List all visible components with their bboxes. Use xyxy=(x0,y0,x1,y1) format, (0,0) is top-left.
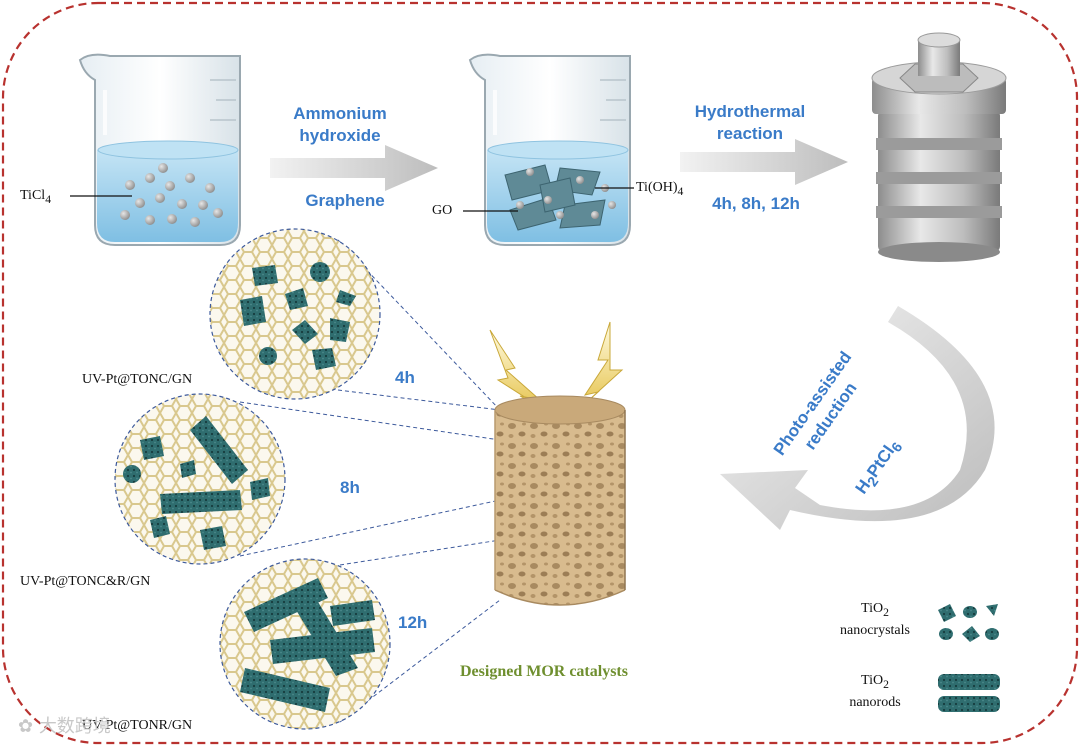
legend-nanorods-icon xyxy=(938,674,1000,712)
beaker-ticl4 xyxy=(78,53,241,246)
watermark-text: 大数跨境 xyxy=(38,716,111,737)
ticl4-label-sub: 4 xyxy=(45,192,52,206)
legend-nanocrystals-label: TiO2 nanocrystals xyxy=(830,600,920,640)
step2-label-line2: reaction xyxy=(716,124,784,143)
autoclave xyxy=(871,32,1007,262)
lightning-right-icon xyxy=(577,321,624,411)
arrow-step1 xyxy=(270,145,438,191)
sample-8h-name: UV-Pt@TONC&R/GN xyxy=(20,574,151,589)
sample-12h-name: UV-Pt@TONR/GN xyxy=(82,718,193,733)
step1-label-top: Ammonium hydroxide xyxy=(280,103,400,147)
watermark: ✿ 大数跨境 xyxy=(18,712,111,738)
tioh-label-main: Ti(OH) xyxy=(636,180,678,195)
legend-nanocrystals-sub: 2 xyxy=(883,605,889,619)
zoom-connectors xyxy=(239,239,501,723)
watermark-logo-icon: ✿ xyxy=(18,716,39,737)
legend-nanorods-formula: TiO2 xyxy=(830,672,920,694)
ticl4-particles xyxy=(120,163,223,227)
step1-label-line2: hydroxide xyxy=(299,126,381,145)
tioh-label-sub: 4 xyxy=(677,184,684,198)
step2-label-top: Hydrothermal reaction xyxy=(680,101,820,145)
sample-8h-time: 8h xyxy=(340,478,360,497)
sample-4h-time: 4h xyxy=(395,368,415,387)
curved-arrow-reduction xyxy=(720,306,995,530)
legend-nanorods-label: TiO2 nanorods xyxy=(830,672,920,712)
arrow-step2 xyxy=(680,139,848,185)
catalyst-foam xyxy=(494,395,626,606)
tioh-label: Ti(OH)4 xyxy=(636,180,683,198)
legend-nanocrystals-text: nanocrystals xyxy=(840,622,910,638)
step2-label-line1: Hydrothermal xyxy=(694,102,806,121)
beaker-go xyxy=(468,53,631,246)
zoom-circle-8h xyxy=(114,393,286,565)
catalyst-caption: Designed MOR catalysts xyxy=(460,663,628,680)
sample-4h-name: UV-Pt@TONC/GN xyxy=(82,372,193,387)
step1-label-line1: Ammonium xyxy=(293,104,387,123)
legend-nanocrystals-formula: TiO2 xyxy=(830,600,920,622)
legend-nanorods-sub: 2 xyxy=(883,677,889,691)
legend-nanocrystals-ti: TiO xyxy=(861,601,884,616)
step2-label-bottom: 4h, 8h, 12h xyxy=(712,194,800,213)
step1-label-bottom: Graphene xyxy=(305,191,385,210)
sample-12h-time: 12h xyxy=(398,613,428,632)
go-label: GO xyxy=(432,203,453,218)
zoom-circle-4h xyxy=(209,228,381,400)
legend-nanorods-ti: TiO xyxy=(861,673,884,688)
ticl4-label-main: TiCl xyxy=(20,188,46,203)
lightning-left-icon xyxy=(489,329,549,413)
legend-nanorods-text: nanorods xyxy=(849,694,901,710)
legend-nanocrystals-icon xyxy=(938,604,999,642)
ticl4-label: TiCl4 xyxy=(20,188,51,206)
zoom-circle-12h xyxy=(219,558,391,730)
